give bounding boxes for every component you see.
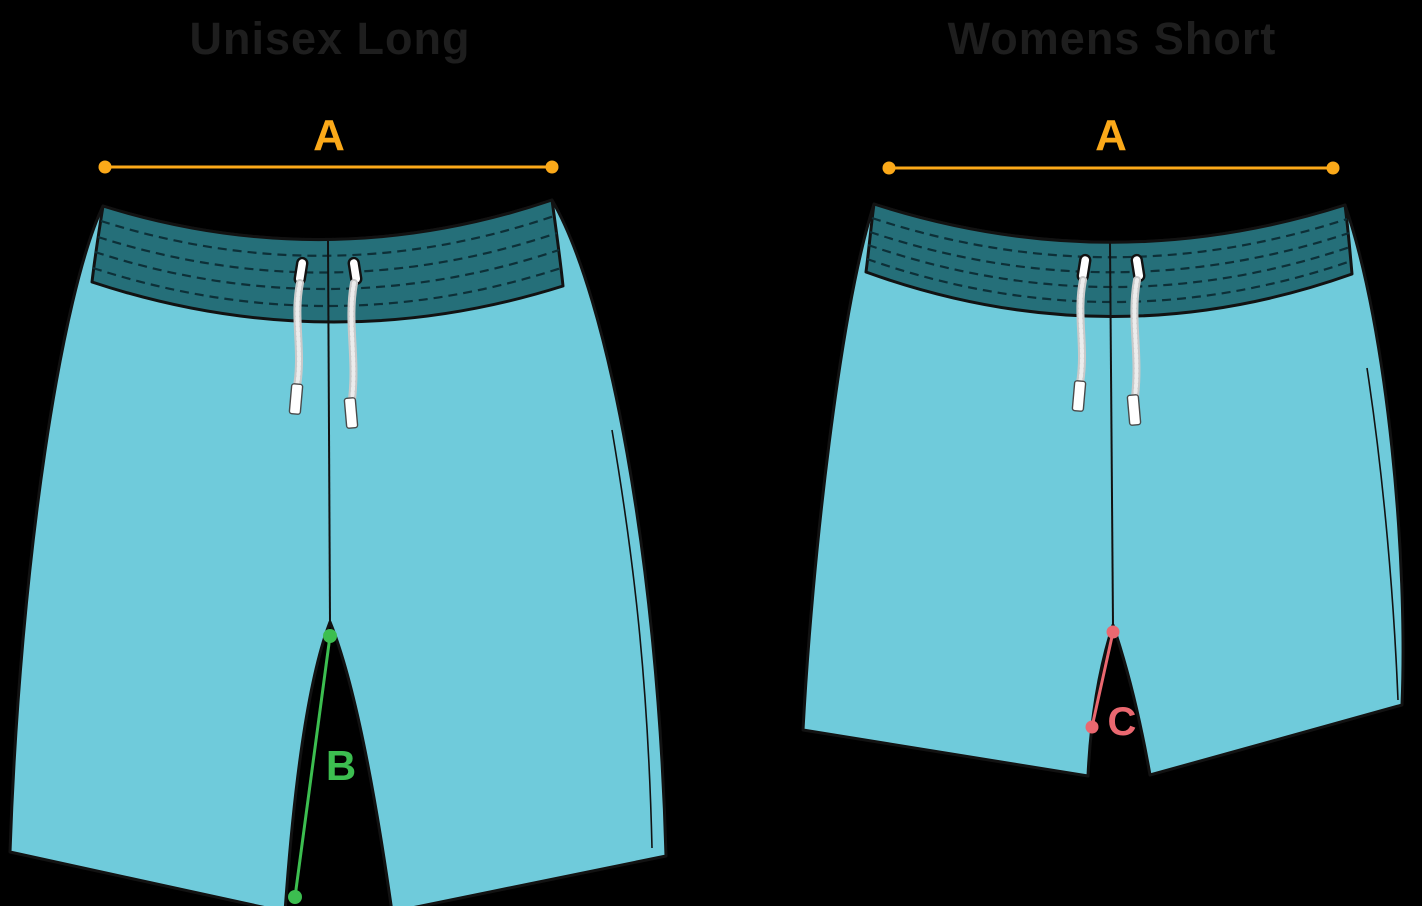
measure-endpoint-dot bbox=[1106, 625, 1120, 639]
panel-title-womens-short: Womens Short bbox=[948, 13, 1277, 64]
shorts-illustration-womens-short bbox=[801, 202, 1405, 778]
aglet-right bbox=[343, 397, 359, 429]
measure-label-c: C bbox=[1108, 700, 1137, 744]
measurement-a-unisex: A bbox=[98, 111, 559, 174]
aglet-left bbox=[1071, 380, 1087, 412]
measure-endpoint-dot bbox=[545, 160, 559, 174]
measure-endpoint-dot bbox=[323, 629, 337, 643]
center-front-seam bbox=[327, 240, 331, 623]
measure-label-b: B bbox=[326, 742, 356, 789]
measurement-c-womens: C bbox=[1085, 625, 1137, 744]
measure-endpoint-dot bbox=[1085, 720, 1099, 734]
measure-endpoint-dot bbox=[288, 890, 302, 904]
drawcord-left-highlight bbox=[295, 281, 302, 388]
drawstring bbox=[1071, 253, 1146, 426]
measure-endpoint-dot bbox=[1326, 161, 1340, 175]
waistband bbox=[864, 202, 1354, 318]
measure-label-a: A bbox=[313, 111, 345, 160]
drawcord-left-highlight bbox=[1078, 278, 1085, 385]
shorts-illustration-unisex-long bbox=[8, 198, 668, 906]
measurement-b-unisex: B bbox=[288, 629, 356, 904]
measure-line-b bbox=[293, 635, 332, 898]
measure-endpoint-dot bbox=[882, 161, 896, 175]
waistband-stitch-line bbox=[94, 248, 560, 291]
panel-title-unisex-long: Unisex Long bbox=[189, 13, 470, 64]
measurement-a-womens: A bbox=[882, 111, 1340, 175]
aglet-left bbox=[288, 383, 304, 415]
aglet-right bbox=[1126, 394, 1142, 426]
measure-label-a: A bbox=[1095, 111, 1127, 160]
measure-line-c bbox=[1090, 631, 1115, 728]
drawcord-right-highlight bbox=[1132, 278, 1139, 399]
panel-unisex-long: Unisex Long bbox=[8, 13, 668, 906]
side-back-seam bbox=[611, 429, 653, 849]
drawstring bbox=[288, 256, 363, 429]
side-back-seam bbox=[1366, 367, 1399, 701]
measure-endpoint-dot bbox=[98, 160, 112, 174]
center-front-seam bbox=[1109, 242, 1114, 626]
panel-womens-short: Womens Short bbox=[801, 13, 1405, 778]
waistband-stitch-line bbox=[92, 266, 562, 308]
drawcord-right-highlight bbox=[349, 281, 356, 402]
